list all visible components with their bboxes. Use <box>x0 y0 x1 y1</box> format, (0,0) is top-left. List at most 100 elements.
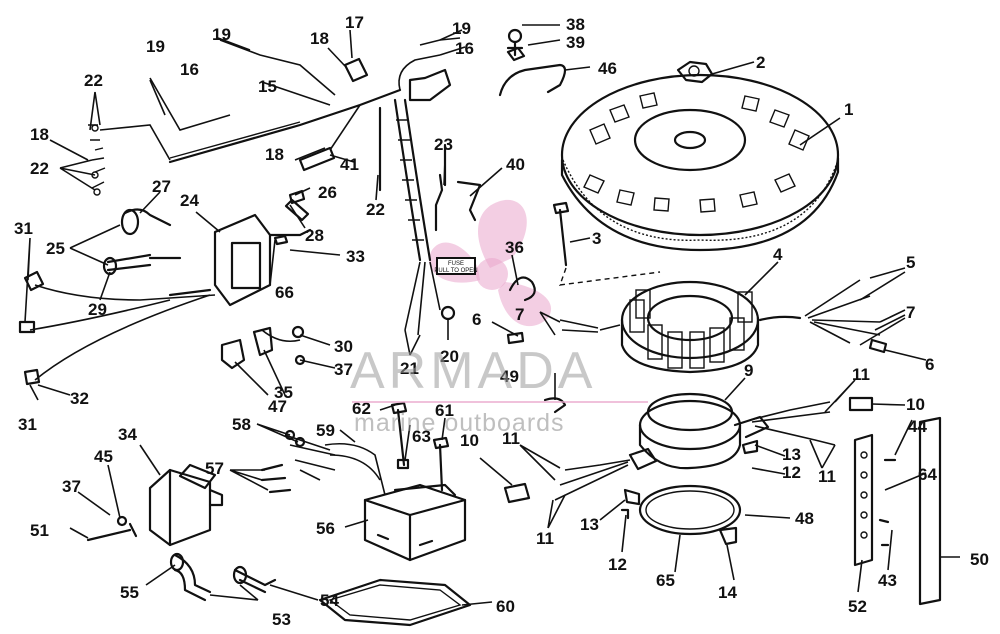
callout-1: 1 <box>844 100 853 119</box>
svg-text:PULL TO OPEN: PULL TO OPEN <box>434 268 477 274</box>
callout-51: 51 <box>30 521 49 540</box>
retainer-ring <box>638 484 742 536</box>
callout-14: 14 <box>718 583 737 602</box>
callout-7b: 7 <box>906 303 915 322</box>
callout-49: 49 <box>500 367 519 386</box>
callout-18a: 18 <box>310 29 329 48</box>
callout-24: 24 <box>180 191 199 210</box>
callout-50: 50 <box>970 550 989 569</box>
callout-26: 26 <box>318 183 337 202</box>
svg-text:FUSE: FUSE <box>448 261 464 267</box>
callout-57: 57 <box>205 459 224 478</box>
callout-41: 41 <box>340 155 359 174</box>
callout-22b: 22 <box>30 159 49 178</box>
terminal-strip <box>853 416 942 606</box>
watermark-brand: ARMADA <box>350 342 596 400</box>
callout-39: 39 <box>566 33 585 52</box>
callout-52: 52 <box>848 597 867 616</box>
callout-18c: 18 <box>265 145 284 164</box>
callout-62: 62 <box>352 399 371 418</box>
callout-11c: 11 <box>502 429 520 448</box>
callout-35: 35 <box>274 383 293 402</box>
callout-5: 5 <box>906 253 915 272</box>
callout-44: 44 <box>908 417 927 436</box>
spark-plug-boots <box>169 552 277 602</box>
callout-9: 9 <box>744 361 753 380</box>
callout-4: 4 <box>773 245 783 264</box>
clamps-47-35 <box>220 326 306 370</box>
callout-60: 60 <box>496 597 515 616</box>
callout-12a: 12 <box>782 463 801 482</box>
leader-lines <box>24 24 960 606</box>
cover-clip <box>498 28 567 97</box>
callout-16a: 16 <box>180 60 199 79</box>
callout-38: 38 <box>566 15 585 34</box>
callout-40: 40 <box>506 155 525 174</box>
callout-55: 55 <box>120 583 139 602</box>
callout-59: 59 <box>316 421 335 440</box>
callout-31b: 31 <box>18 415 37 434</box>
callout-19c: 19 <box>452 19 471 38</box>
callout-2: 2 <box>756 53 765 72</box>
callout-46: 46 <box>598 59 617 78</box>
callout-23: 23 <box>434 135 453 154</box>
callout-27: 27 <box>152 177 171 196</box>
callout-47: 47 <box>268 397 287 416</box>
callout-11a: 11 <box>852 365 870 384</box>
flywheel <box>560 73 840 252</box>
ring-terminal-20 <box>440 305 456 321</box>
callout-16b: 16 <box>455 39 474 58</box>
gasket <box>318 578 472 627</box>
connector-plugs <box>503 396 874 504</box>
stator <box>559 279 881 374</box>
callout-33: 33 <box>346 247 365 266</box>
callout-32: 32 <box>70 389 89 408</box>
callout-61: 61 <box>435 401 454 420</box>
callout-10a: 10 <box>906 395 925 414</box>
callout-19a: 19 <box>212 25 231 44</box>
bracket-49 <box>543 397 567 414</box>
switch-box <box>260 401 467 562</box>
watermark-tagline: marine outboards <box>354 409 565 437</box>
callout-37a: 37 <box>334 360 353 379</box>
callout-11d: 11 <box>536 529 554 548</box>
callout-66: 66 <box>275 283 294 302</box>
callout-43: 43 <box>878 571 897 590</box>
callout-54: 54 <box>320 591 339 610</box>
callout-3: 3 <box>592 229 601 248</box>
wiring-harness <box>88 37 461 336</box>
clips-13-14 <box>620 439 759 546</box>
callout-13a: 13 <box>782 445 801 464</box>
callout-19b: 19 <box>146 37 165 56</box>
callout-56: 56 <box>316 519 335 538</box>
callout-labels: 1 2 3 4 5 6 6 7 7 9 10 10 11 11 11 11 12… <box>14 13 989 629</box>
flywheel-nut <box>676 60 714 84</box>
callout-20: 20 <box>440 347 459 366</box>
callout-6a: 6 <box>472 310 481 329</box>
callout-22c: 22 <box>366 200 385 219</box>
callout-25: 25 <box>46 239 65 258</box>
callout-34: 34 <box>118 425 137 444</box>
callout-64: 64 <box>918 465 937 484</box>
callout-10b: 10 <box>460 431 479 450</box>
callout-21: 21 <box>400 359 419 378</box>
ignition-coil <box>86 463 224 547</box>
callout-30: 30 <box>334 337 353 356</box>
screws-6 <box>506 331 888 354</box>
callout-6b: 6 <box>925 355 934 374</box>
callout-18b: 18 <box>30 125 49 144</box>
callout-13b: 13 <box>580 515 599 534</box>
callout-12b: 12 <box>608 555 627 574</box>
callout-65: 65 <box>656 571 675 590</box>
callout-31a: 31 <box>14 219 33 238</box>
callout-53: 53 <box>272 610 291 629</box>
timer-base <box>554 392 836 501</box>
callout-11b: 11 <box>818 467 836 486</box>
callout-37b: 37 <box>62 477 81 496</box>
callout-48: 48 <box>795 509 814 528</box>
callout-29: 29 <box>88 300 107 319</box>
stator-screw <box>552 201 661 286</box>
callout-7a: 7 <box>515 305 524 324</box>
